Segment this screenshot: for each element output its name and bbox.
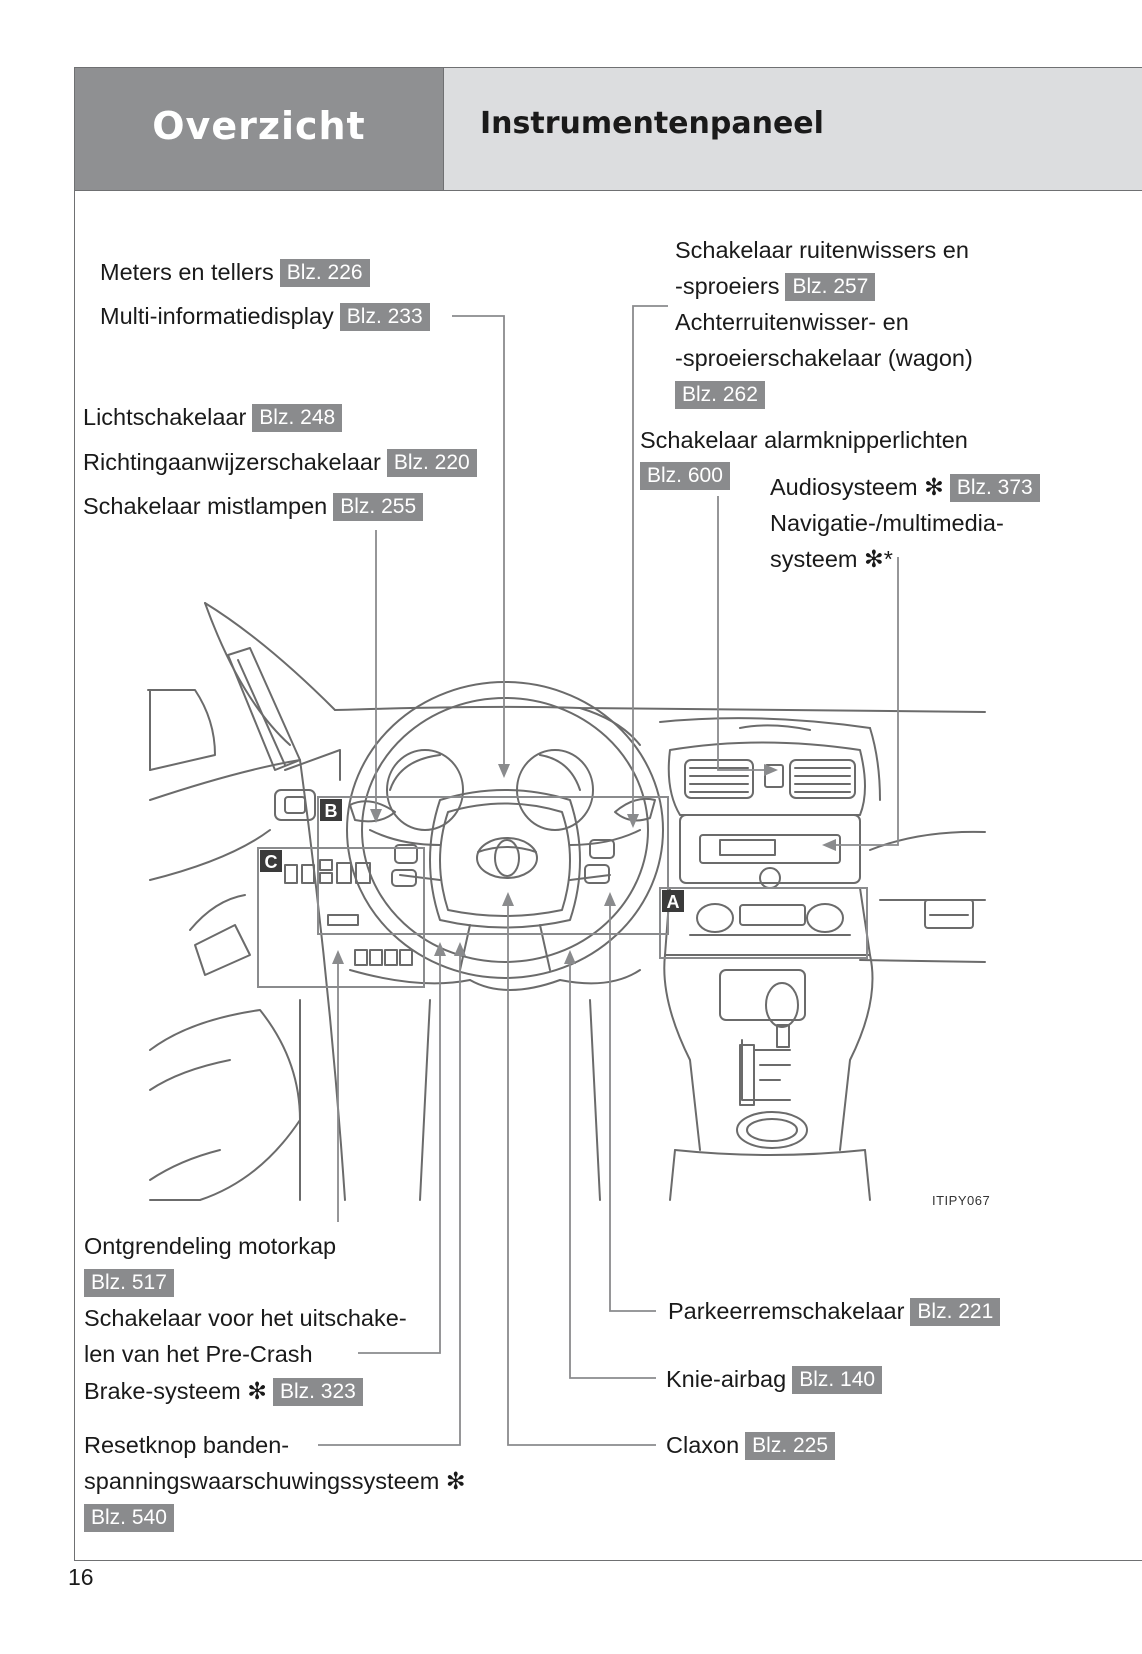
label-precrash-line3: Brake-systeem ✻Blz. 323 [84, 1377, 363, 1406]
page-ref-mist[interactable]: Blz. 255 [333, 493, 424, 521]
callout-box-b [317, 796, 669, 935]
label-banden-mark: ✻ [445, 1468, 466, 1494]
page-ref-banden[interactable]: Blz. 540 [84, 1504, 174, 1532]
label-banden-line2-text: spanningswaarschuwingssysteem [84, 1468, 440, 1494]
label-achterwisser-page-row: Blz. 262 [675, 380, 765, 409]
label-wissers-line2-text: -sproeiers [675, 273, 780, 299]
page-ref-parkeer[interactable]: Blz. 221 [910, 1298, 1001, 1326]
page-title: Instrumentenpaneel [480, 106, 824, 141]
label-precrash-mark: ✻ [247, 1378, 267, 1404]
page-ref-motorkap[interactable]: Blz. 517 [84, 1269, 174, 1297]
label-meters-text: Meters en tellers [100, 259, 274, 285]
label-mist-text: Schakelaar mistlampen [83, 493, 328, 519]
label-audio-mark: ✻ [924, 474, 944, 500]
frame-left-rule [74, 191, 75, 1560]
image-code: ITIPY067 [932, 1193, 991, 1208]
label-parkeer-text: Parkeerremschakelaar [668, 1298, 905, 1324]
page-ref-achterwisser[interactable]: Blz. 262 [675, 381, 765, 409]
page-ref-precrash[interactable]: Blz. 323 [272, 1378, 363, 1406]
label-licht-text: Lichtschakelaar [83, 404, 247, 430]
label-richting-text: Richtingaanwijzerschakelaar [83, 449, 381, 475]
svg-text:C: C [265, 852, 278, 872]
label-achterwisser-line1: Achterruitenwisser- en [675, 309, 909, 335]
label-banden-line2: spanningswaarschuwingssysteem ✻ [84, 1467, 466, 1495]
label-alarm-page-row: Blz. 600 [640, 461, 730, 490]
label-knie-text: Knie-airbag [666, 1366, 787, 1392]
label-navi-mark: ✻* [864, 546, 893, 572]
page-ref-richting[interactable]: Blz. 220 [386, 449, 477, 477]
callout-letter-a: A [662, 890, 684, 912]
label-precrash-line3-text: Brake-systeem [84, 1378, 241, 1404]
svg-text:A: A [667, 892, 680, 912]
label-navi-line2-text: systeem [770, 546, 858, 572]
label-wissers-line1: Schakelaar ruitenwissers en [675, 237, 969, 263]
page-ref-alarm[interactable]: Blz. 600 [640, 462, 730, 490]
callout-box-a [659, 887, 868, 959]
label-navi-line1: Navigatie-/multimedia- [770, 510, 1004, 536]
page-header: Instrumentenpaneel [444, 67, 1142, 191]
label-mid-text: Multi-informatiedisplay [100, 303, 334, 329]
page-ref-audio[interactable]: Blz. 373 [949, 474, 1040, 502]
page-ref-knie[interactable]: Blz. 140 [792, 1366, 883, 1394]
label-precrash-line1: Schakelaar voor het uitschake- [84, 1305, 407, 1331]
label-banden-line1: Resetknop banden- [84, 1432, 290, 1458]
frame-bottom-rule [74, 1560, 1142, 1561]
page-ref-claxon[interactable]: Blz. 225 [745, 1432, 836, 1460]
callout-letter-b: B [320, 799, 342, 821]
page-ref-mid[interactable]: Blz. 233 [339, 303, 430, 331]
label-achterwisser-line2: -sproeierschakelaar (wagon) [675, 345, 973, 371]
label-banden-page-row: Blz. 540 [84, 1503, 174, 1532]
label-motorkap-page-row: Blz. 517 [84, 1268, 174, 1297]
label-audio-text: Audiosysteem [770, 474, 918, 500]
label-navi-line2: systeem ✻* [770, 545, 893, 573]
label-motorkap: Ontgrendeling motorkap [84, 1233, 337, 1259]
label-precrash-line2: len van het Pre-Crash [84, 1341, 313, 1367]
section-title: Overzicht [152, 104, 366, 148]
page-ref-meters[interactable]: Blz. 226 [279, 259, 370, 287]
label-claxon-text: Claxon [666, 1432, 740, 1458]
callout-box-c [257, 847, 425, 988]
label-alarm: Schakelaar alarmknipperlichten [640, 427, 968, 453]
page-ref-licht[interactable]: Blz. 248 [252, 404, 343, 432]
page-ref-wissers[interactable]: Blz. 257 [785, 273, 876, 301]
section-tab: Overzicht [74, 67, 444, 191]
page-number: 16 [68, 1564, 94, 1590]
callout-letter-c: C [260, 850, 282, 872]
label-audio: Audiosysteem ✻Blz. 373 [770, 473, 1040, 502]
svg-text:B: B [325, 801, 338, 821]
